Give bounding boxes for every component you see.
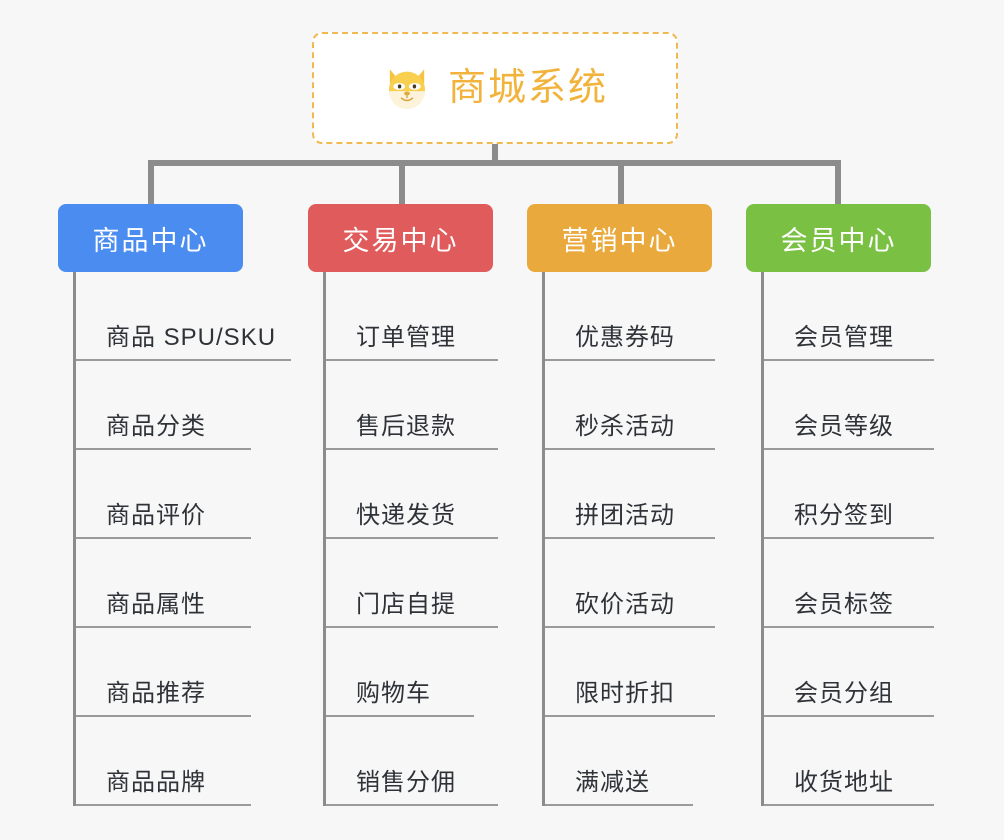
branch-header-label: 商品中心	[92, 225, 209, 256]
leaf-label: 购物车	[356, 679, 431, 707]
branch-drop-3	[618, 160, 624, 206]
branch-header-label: 交易中心	[342, 225, 459, 256]
leaf-label: 商品推荐	[106, 679, 206, 707]
list-item[interactable]: 商品属性	[76, 539, 276, 628]
leaf-label: 订单管理	[356, 323, 456, 351]
leaf-label: 会员标签	[794, 590, 894, 618]
branch-member-center: 会员中心 会员管理 会员等级 积分签到 会员标签 会员分组 收货地址	[746, 204, 934, 806]
list-item[interactable]: 会员标签	[764, 539, 934, 628]
branch-header-trade-center[interactable]: 交易中心	[308, 204, 493, 272]
branch-header-product-center[interactable]: 商品中心	[58, 204, 243, 272]
leaf-label: 积分签到	[794, 501, 894, 529]
list-item[interactable]: 积分签到	[764, 450, 934, 539]
branch-header-label: 营销中心	[561, 225, 678, 256]
branch-header-marketing-center[interactable]: 营销中心	[527, 204, 712, 272]
list-item[interactable]: 会员管理	[764, 272, 934, 361]
leaf-label: 商品评价	[106, 501, 206, 529]
leaf-label: 售后退款	[356, 412, 456, 440]
leaf-list-member-center: 会员管理 会员等级 积分签到 会员标签 会员分组 收货地址	[761, 272, 934, 806]
list-item[interactable]: 砍价活动	[545, 539, 715, 628]
branch-drop-1	[148, 160, 154, 206]
leaf-label: 秒杀活动	[575, 412, 675, 440]
leaf-list-marketing-center: 优惠券码 秒杀活动 拼团活动 砍价活动 限时折扣 满减送	[542, 272, 715, 806]
leaf-label: 优惠券码	[575, 323, 675, 351]
branch-product-center: 商品中心 商品 SPU/SKU 商品分类 商品评价 商品属性 商品推荐 商品品牌	[58, 204, 292, 806]
branch-trade-center: 交易中心 订单管理 售后退款 快递发货 门店自提 购物车 销售分佣	[308, 204, 498, 806]
branch-marketing-center: 营销中心 优惠券码 秒杀活动 拼团活动 砍价活动 限时折扣 满减送	[527, 204, 715, 806]
list-item[interactable]: 优惠券码	[545, 272, 715, 361]
shiba-dog-face-icon	[389, 69, 425, 110]
branch-bus-right	[495, 160, 835, 166]
branch-drop-4	[835, 160, 841, 206]
list-item[interactable]: 商品分类	[76, 361, 276, 450]
list-item[interactable]: 会员分组	[764, 628, 934, 717]
branch-header-label: 会员中心	[780, 225, 897, 256]
leaf-label: 商品 SPU/SKU	[106, 323, 277, 351]
leaf-label: 商品品牌	[106, 768, 206, 796]
branch-header-member-center[interactable]: 会员中心	[746, 204, 931, 272]
leaf-label: 会员管理	[794, 323, 894, 351]
root-stem-connector	[492, 144, 498, 166]
root-node[interactable]: 商城系统	[312, 32, 678, 144]
list-item[interactable]: 商品推荐	[76, 628, 276, 717]
leaf-label: 商品属性	[106, 590, 206, 618]
branch-drop-2	[399, 160, 405, 206]
leaf-label: 商品分类	[106, 412, 206, 440]
list-item[interactable]: 订单管理	[326, 272, 498, 361]
list-item[interactable]: 商品品牌	[76, 717, 276, 806]
list-item[interactable]: 收货地址	[764, 717, 934, 806]
leaf-label: 快递发货	[356, 501, 456, 529]
list-item[interactable]: 售后退款	[326, 361, 498, 450]
leaf-label: 拼团活动	[575, 501, 675, 529]
leaf-label: 会员等级	[794, 412, 894, 440]
leaf-list-trade-center: 订单管理 售后退款 快递发货 门店自提 购物车 销售分佣	[323, 272, 498, 806]
list-item[interactable]: 满减送	[545, 717, 712, 806]
list-item[interactable]: 限时折扣	[545, 628, 715, 717]
leaf-label: 会员分组	[794, 679, 894, 707]
leaf-label: 限时折扣	[575, 679, 675, 707]
leaf-label: 砍价活动	[575, 590, 675, 618]
leaf-label: 销售分佣	[356, 768, 456, 796]
list-item[interactable]: 快递发货	[326, 450, 498, 539]
leaf-label: 收货地址	[794, 768, 894, 796]
leaf-list-product-center: 商品 SPU/SKU 商品分类 商品评价 商品属性 商品推荐 商品品牌	[73, 272, 292, 806]
list-item[interactable]: 秒杀活动	[545, 361, 715, 450]
list-item[interactable]: 会员等级	[764, 361, 934, 450]
list-item[interactable]: 门店自提	[326, 539, 498, 628]
root-title: 商城系统	[447, 67, 608, 109]
list-item[interactable]: 商品评价	[76, 450, 276, 539]
list-item[interactable]: 购物车	[326, 628, 493, 717]
leaf-label: 满减送	[575, 768, 650, 796]
list-item[interactable]: 销售分佣	[326, 717, 498, 806]
list-item[interactable]: 拼团活动	[545, 450, 715, 539]
list-item[interactable]: 商品 SPU/SKU	[76, 272, 292, 361]
branch-bus-left	[148, 160, 495, 166]
leaf-label: 门店自提	[356, 590, 456, 618]
